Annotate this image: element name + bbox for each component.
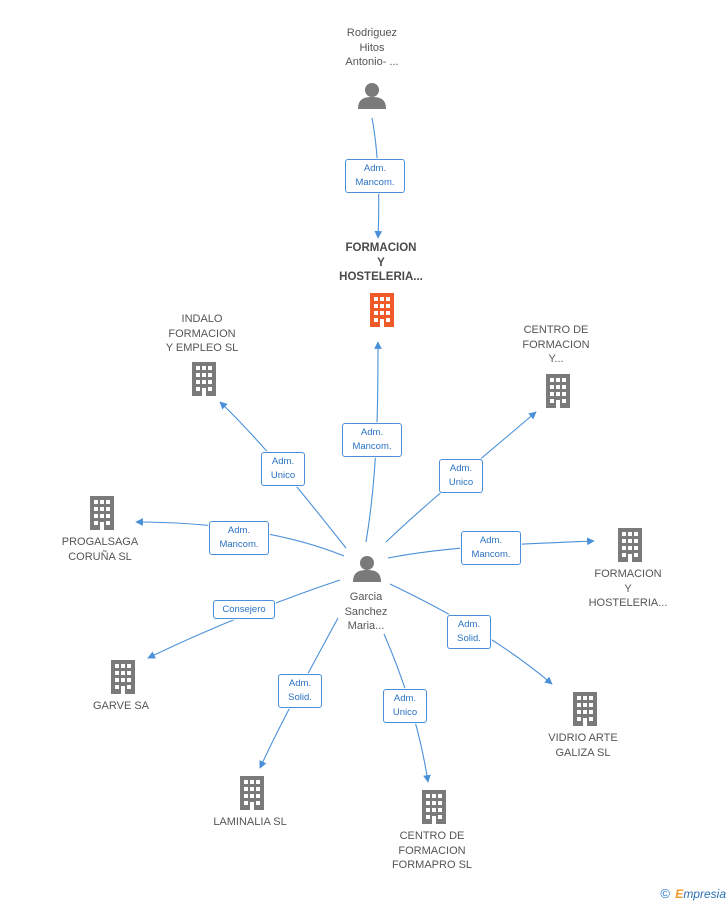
- copyright-symbol: ©: [660, 886, 670, 901]
- company-name-progalsaga[interactable]: PROGALSAGA CORUÑA SL: [61, 536, 139, 563]
- building-icon-formapro: [422, 790, 446, 824]
- empresia-logo[interactable]: © Empresia: [660, 886, 726, 901]
- relation-label-center-focus: Adm. Mancom.: [342, 423, 402, 457]
- company-name-vidrio[interactable]: VIDRIO ARTE GALIZA SL: [548, 732, 618, 759]
- center-person-name[interactable]: Garcia Sanchez Maria...: [344, 591, 388, 632]
- relation-label-top-focus: Adm. Mancom.: [345, 159, 405, 193]
- edge-center-garve: [147, 579, 341, 659]
- relation-label-center-formapro: Adm. Unico: [383, 689, 427, 723]
- building-icon-garve: [111, 660, 135, 694]
- relation-label-center-indalo: Adm. Unico: [261, 452, 305, 486]
- building-icon-centro-y: [546, 374, 570, 408]
- relation-label-center-laminalia: Adm. Solid.: [278, 674, 322, 708]
- company-name-formacion2[interactable]: FORMACION Y HOSTELERIA...: [588, 568, 668, 609]
- building-icon-laminalia: [240, 776, 264, 810]
- company-name-garve[interactable]: GARVE SA: [92, 700, 150, 712]
- person-icon-top: [358, 83, 386, 109]
- top-person-name[interactable]: Rodriguez Hitos Antonio- ...: [345, 27, 399, 68]
- company-name-indalo[interactable]: INDALO FORMACION Y EMPLEO SL: [165, 313, 239, 354]
- relation-label-center-progalsaga: Adm. Mancom.: [209, 521, 269, 555]
- person-icon-center: [353, 556, 381, 582]
- relation-label-center-centro-y: Adm. Unico: [439, 459, 483, 493]
- company-name-formapro[interactable]: CENTRO DE FORMACION FORMAPRO SL: [391, 830, 473, 871]
- building-icon-focus: [370, 293, 394, 327]
- company-name-centro-y[interactable]: CENTRO DE FORMACION Y...: [522, 324, 590, 365]
- building-icon-formacion2: [618, 528, 642, 562]
- relation-label-center-formacion2: Adm. Mancom.: [461, 531, 521, 565]
- building-icon-vidrio: [573, 692, 597, 726]
- focus-company-name[interactable]: FORMACION Y HOSTELERIA...: [339, 242, 423, 283]
- relation-label-center-vidrio: Adm. Solid.: [447, 615, 491, 649]
- company-name-laminalia[interactable]: LAMINALIA SL: [213, 816, 287, 828]
- building-icon-progalsaga: [90, 496, 114, 530]
- relation-label-center-garve: Consejero: [213, 600, 275, 619]
- brand-name: mpresia: [683, 887, 726, 901]
- brand-initial: E: [675, 887, 684, 901]
- building-icon-indalo: [192, 362, 216, 396]
